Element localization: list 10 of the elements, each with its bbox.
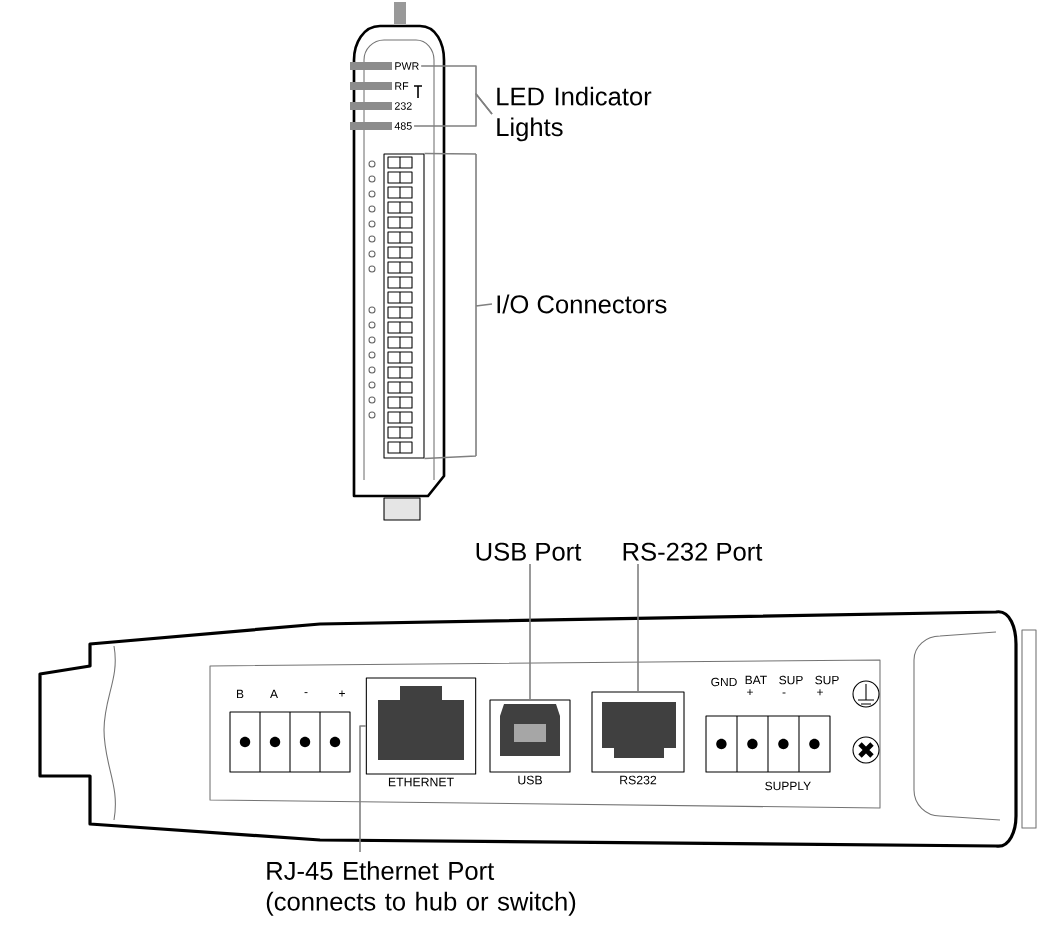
leader-line [637,563,639,693]
callout-text: RS-232 Port [623,542,763,561]
callout-text: I/O Connectors [497,294,667,314]
callout-text: LED Indicator Lights [497,86,652,142]
leader-line [359,725,367,853]
callout-text: RJ-45 Ethernet Port (connects to hub or switch) [266,861,576,916]
callout-text: USB Port [476,542,582,561]
leader-line [423,152,493,460]
leader-line [529,563,531,701]
leader-line [413,93,493,127]
